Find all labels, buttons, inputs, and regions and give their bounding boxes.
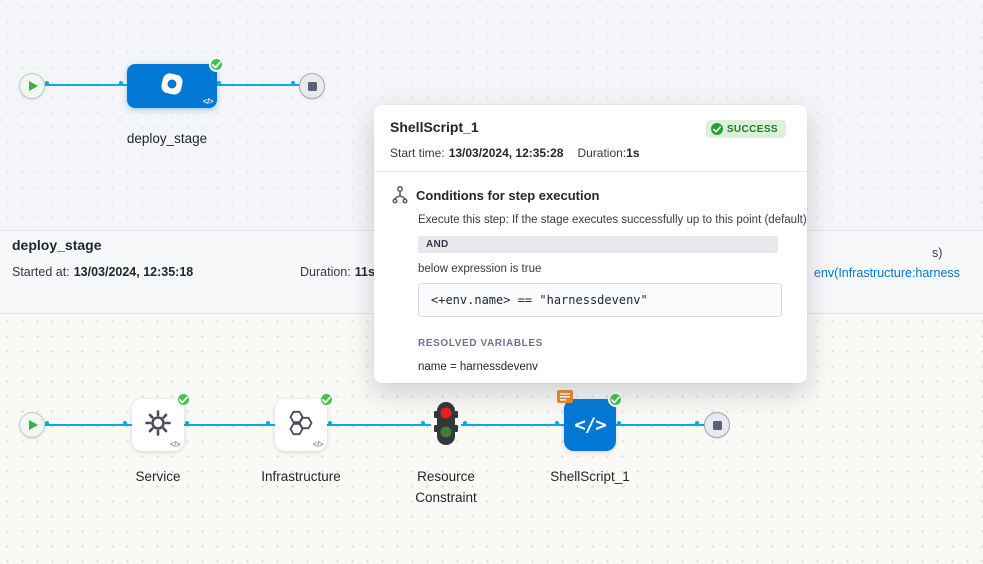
stage-label[interactable]: deploy_stage bbox=[126, 131, 208, 146]
connector-dot bbox=[217, 81, 221, 85]
connector-dot bbox=[328, 421, 332, 425]
connector-line bbox=[45, 424, 132, 426]
clipped-summary-text: s) bbox=[932, 246, 943, 260]
play-icon bbox=[29, 81, 38, 91]
step-label-infrastructure[interactable]: Infrastructure bbox=[261, 469, 341, 484]
stage-summary-title: deploy_stage bbox=[12, 237, 102, 253]
step-label-shellscript[interactable]: ShellScript_1 bbox=[550, 469, 630, 484]
expression-intro: below expression is true bbox=[418, 263, 542, 275]
code-icon: </> bbox=[202, 97, 214, 106]
stage-duration: Duration:11s bbox=[300, 265, 375, 279]
duration-value: 11s bbox=[354, 265, 375, 279]
step-node-infrastructure[interactable]: </> bbox=[275, 392, 334, 451]
hexagons-icon bbox=[286, 408, 316, 443]
template-badge-icon bbox=[557, 390, 573, 408]
connector-dot bbox=[463, 421, 467, 425]
gear-icon bbox=[144, 409, 172, 442]
step-times: Start time:13/03/2024, 12:35:28 Duration:… bbox=[390, 146, 640, 160]
connector-dot bbox=[123, 421, 127, 425]
connector-dot bbox=[45, 421, 49, 425]
play-icon bbox=[29, 420, 38, 430]
started-label: Started at: bbox=[12, 265, 70, 279]
connector-line bbox=[327, 424, 431, 426]
stage-started-at: Started at:13/03/2024, 12:35:18 bbox=[12, 265, 193, 279]
status-badge-label: SUCCESS bbox=[726, 123, 778, 135]
connector-dot bbox=[421, 421, 425, 425]
step-node-resource-constraint[interactable] bbox=[430, 401, 462, 452]
connector-dot bbox=[695, 421, 699, 425]
step-label-resource-constraint[interactable]: Resource Constraint bbox=[415, 469, 477, 505]
traffic-light-icon bbox=[430, 402, 462, 451]
conditions-operator: AND bbox=[418, 236, 778, 253]
code-icon: </> bbox=[574, 414, 606, 436]
popover-title: ShellScript_1 bbox=[390, 119, 479, 135]
connector-dot bbox=[119, 81, 123, 85]
stop-icon bbox=[712, 420, 722, 430]
check-icon bbox=[710, 123, 723, 135]
step-end-node bbox=[704, 412, 730, 438]
code-icon: </> bbox=[312, 440, 324, 449]
step-details-popover: ShellScript_1 SUCCESS Start time:13/03/2… bbox=[374, 105, 807, 383]
stage-end-node bbox=[299, 73, 325, 99]
duration-label: Duration: bbox=[300, 265, 351, 279]
connector-dot bbox=[555, 421, 559, 425]
success-check-icon bbox=[209, 57, 224, 72]
started-value: 13/03/2024, 12:35:18 bbox=[73, 265, 194, 279]
conditions-description: Execute this step: If the stage executes… bbox=[418, 214, 807, 226]
resolved-variables-heading: RESOLVED VARIABLES bbox=[418, 338, 543, 349]
connector-line bbox=[616, 424, 704, 426]
step-node-service[interactable]: </> bbox=[132, 392, 191, 451]
connector-line bbox=[461, 424, 564, 426]
start-time-value: 13/03/2024, 12:35:28 bbox=[448, 146, 564, 160]
connector-dot bbox=[45, 81, 49, 85]
success-check-icon bbox=[608, 392, 623, 407]
start-time-label: Start time: bbox=[390, 146, 445, 160]
expression-code: <+env.name> == "harnessdevenv" bbox=[418, 283, 782, 317]
harness-stage-icon bbox=[157, 69, 187, 104]
stage-start-node bbox=[19, 73, 45, 99]
connector-dot bbox=[291, 81, 295, 85]
connector-dot bbox=[266, 421, 270, 425]
divider bbox=[374, 171, 807, 172]
step-label-service[interactable]: Service bbox=[135, 469, 181, 484]
code-icon: </> bbox=[169, 440, 181, 449]
connector-line bbox=[45, 84, 127, 86]
connector-dot bbox=[617, 421, 621, 425]
step-node-shellscript[interactable]: </> bbox=[557, 390, 623, 451]
duration-value: 1s bbox=[626, 146, 640, 160]
stop-icon bbox=[307, 81, 317, 91]
success-check-icon bbox=[319, 392, 334, 407]
step-start-node bbox=[19, 412, 45, 438]
conditions-heading: Conditions for step execution bbox=[416, 188, 600, 203]
connector-line bbox=[184, 424, 275, 426]
environment-infrastructure-link[interactable]: env(Infrastructure:harness bbox=[814, 266, 960, 280]
connector-line bbox=[217, 84, 299, 86]
conditions-icon bbox=[390, 185, 410, 210]
stage-node-deploy[interactable]: </> bbox=[127, 57, 224, 108]
resolved-variable-entry: name = harnessdevenv bbox=[418, 361, 538, 373]
connector-dot bbox=[185, 421, 189, 425]
status-badge: SUCCESS bbox=[705, 120, 786, 138]
duration-label: Duration: bbox=[577, 146, 627, 160]
success-check-icon bbox=[176, 392, 191, 407]
